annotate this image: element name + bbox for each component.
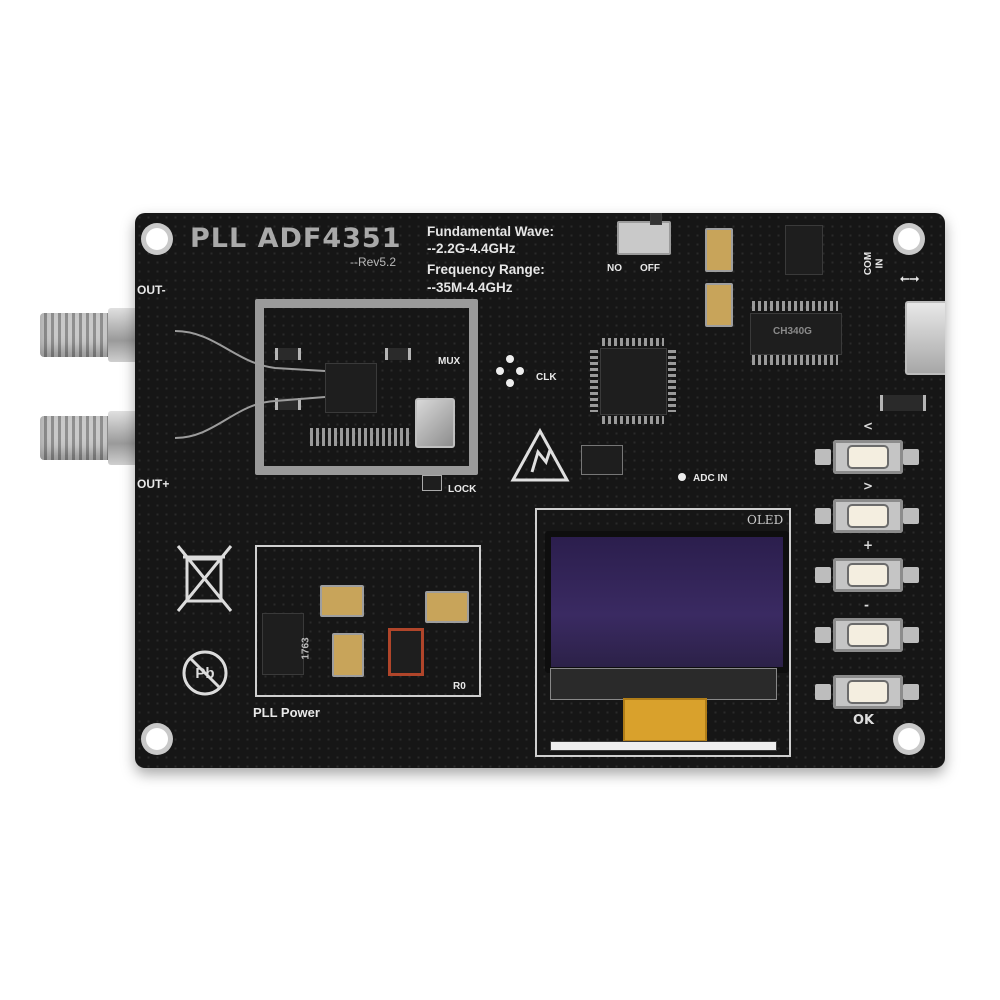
rf-shield-outline [255, 299, 478, 475]
regulator-chip [785, 225, 823, 275]
spec-line-2: --2.2G-4.4GHz [427, 241, 516, 256]
tantalum-capacitor [425, 591, 469, 623]
mcu-pins-left [590, 350, 598, 412]
usb-chip-marking: CH340G [773, 326, 812, 337]
mcu-pins-bottom [602, 416, 664, 424]
label-clk: CLK [536, 372, 557, 383]
oled-glass-edge [550, 668, 777, 700]
passive-row [310, 428, 410, 446]
microcontroller-chip [600, 348, 667, 415]
button-label-left: < [863, 419, 874, 433]
smd-component [385, 348, 411, 360]
tantalum-capacitor [705, 283, 733, 327]
reference-oscillator [415, 398, 455, 448]
mounting-hole-top-right [898, 228, 920, 250]
micro-usb-port[interactable] [905, 301, 945, 375]
tantalum-capacitor [320, 585, 364, 617]
spec-line-3: Frequency Range: [427, 262, 545, 277]
power-switch-slider[interactable] [650, 213, 662, 225]
sma-connector-out-plus [40, 416, 115, 460]
oled-flex-cable [623, 698, 707, 742]
label-adc-in: ADC IN [693, 473, 728, 484]
pcb-board: PLL ADF4351 --Rev5.2 Fundamental Wave: -… [135, 213, 945, 768]
button-ok[interactable] [815, 675, 921, 709]
label-in: IN [874, 258, 886, 269]
label-off: OFF [640, 263, 660, 274]
smd-component [880, 395, 926, 411]
regulator-marking: 1763 [300, 637, 312, 660]
tantalum-capacitor [332, 633, 364, 677]
label-pll-power: PLL Power [253, 705, 320, 720]
sma-connector-out-minus [40, 313, 115, 357]
label-no: NO [607, 263, 622, 274]
button-minus[interactable] [815, 618, 921, 652]
usb-serial-chip [750, 313, 842, 355]
oled-display [545, 531, 789, 673]
adf4351-chip [325, 363, 377, 413]
adc-test-point [678, 473, 686, 481]
mounting-hole-bottom-right [898, 728, 920, 750]
pll-power-outline [255, 545, 481, 697]
label-lock: LOCK [448, 484, 477, 495]
mcu-pins-top [602, 338, 664, 346]
label-oled: OLED [747, 513, 784, 527]
usb-chip-pins-top [752, 301, 838, 311]
button-label-plus: + [863, 538, 874, 552]
power-inductor [388, 628, 424, 676]
tantalum-capacitor [705, 228, 733, 272]
board-title: PLL ADF4351 [190, 223, 402, 254]
oled-white-strip [550, 741, 777, 751]
oled-outline [535, 508, 791, 757]
mounting-hole-bottom-left [146, 728, 168, 750]
board-revision: --Rev5.2 [350, 255, 397, 269]
mcu-pins-right [668, 350, 676, 412]
svg-text:Pb: Pb [195, 665, 214, 682]
label-out-minus: OUT- [137, 283, 166, 297]
mounting-hole-top-left [146, 228, 168, 250]
button-label-minus: - [864, 598, 869, 612]
weee-recycle-icon [176, 545, 233, 612]
mcu-crystal [581, 445, 623, 475]
ldo-regulator [262, 613, 304, 675]
lead-free-icon: Pb [182, 650, 228, 696]
usb-icon: ⭠⭢ [900, 271, 920, 285]
spec-line-1: Fundamental Wave: [427, 224, 555, 239]
button-label-right: > [863, 479, 874, 493]
button-right[interactable] [815, 499, 921, 533]
smd-component [275, 348, 301, 360]
label-out-plus: OUT+ [137, 477, 170, 491]
spec-line-4: --35M-4.4GHz [427, 280, 513, 295]
lock-led [422, 475, 442, 491]
usb-chip-pins-bottom [752, 355, 838, 365]
rf-traces [175, 330, 325, 439]
esd-warning-icon [510, 428, 570, 482]
power-switch[interactable] [617, 221, 671, 255]
label-com: COM [863, 251, 875, 276]
clk-test-points [496, 355, 524, 387]
button-left[interactable] [815, 440, 921, 474]
button-plus[interactable] [815, 558, 921, 592]
button-label-ok: OK [853, 713, 875, 728]
label-mux: MUX [438, 356, 461, 367]
label-r0: R0 [453, 681, 466, 692]
